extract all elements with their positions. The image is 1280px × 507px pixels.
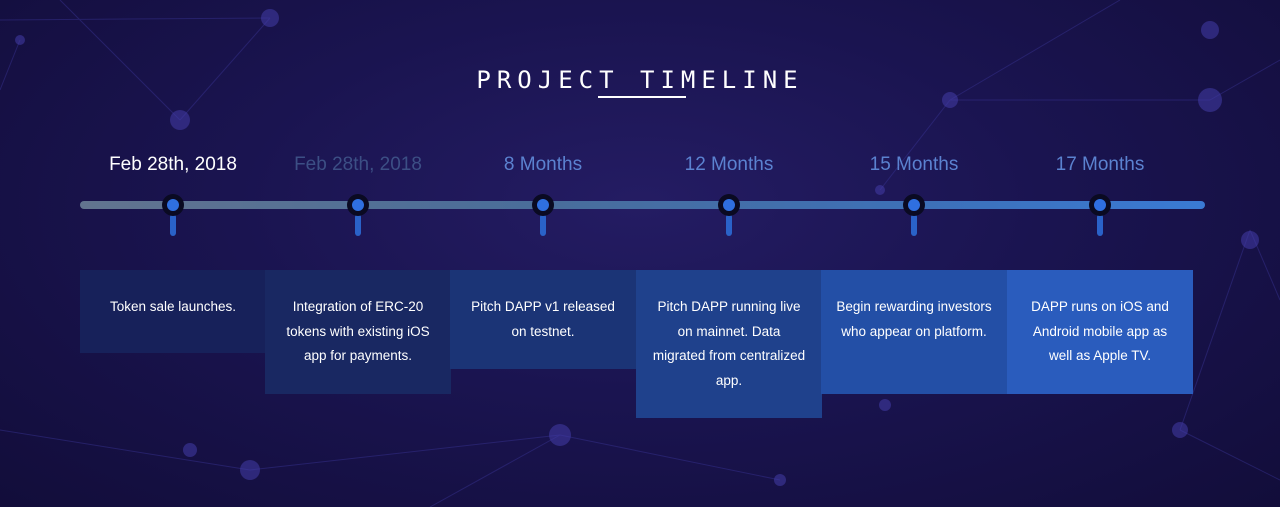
milestone-date-2: Feb 28th, 2018 (294, 154, 422, 175)
milestone-text-5: Begin rewarding investors who appear on … (836, 299, 992, 339)
timeline-node-1[interactable] (162, 194, 184, 216)
milestone-card-5: Begin rewarding investors who appear on … (821, 270, 1007, 394)
milestone-card-6: DAPP runs on iOS and Android mobile app … (1007, 270, 1193, 394)
timeline-stem (726, 214, 732, 236)
milestone-date-4: 12 Months (684, 154, 774, 175)
milestone-date-3: 8 Months (503, 154, 583, 175)
milestone-text-6: DAPP runs on iOS and Android mobile app … (1031, 299, 1169, 363)
timeline-node-2[interactable] (347, 194, 369, 216)
timeline-node-6[interactable] (1089, 194, 1111, 216)
milestone-text-3: Pitch DAPP v1 released on testnet. (471, 299, 615, 339)
milestone-date-5: 15 Months (869, 154, 959, 175)
milestone-text-4: Pitch DAPP running live on mainnet. Data… (652, 299, 806, 388)
timeline-stem (355, 214, 361, 236)
milestone-date-1: Feb 28th, 2018 (109, 154, 237, 175)
page-title: PROJECT TIMELINE (476, 66, 804, 94)
milestone-card-4: Pitch DAPP running live on mainnet. Data… (636, 270, 822, 418)
timeline-node-3[interactable] (532, 194, 554, 216)
timeline-track (80, 201, 1205, 209)
milestone-date-6: 17 Months (1055, 154, 1145, 175)
timeline-stem (1097, 214, 1103, 236)
milestone-text-2: Integration of ERC-20 tokens with existi… (286, 299, 430, 363)
timeline-stem (911, 214, 917, 236)
milestone-card-1: Token sale launches. (80, 270, 266, 353)
timeline-node-5[interactable] (903, 194, 925, 216)
title-underline (598, 96, 686, 98)
milestone-card-3: Pitch DAPP v1 released on testnet. (450, 270, 636, 369)
timeline-node-4[interactable] (718, 194, 740, 216)
milestone-text-1: Token sale launches. (109, 299, 237, 314)
timeline-stem (170, 214, 176, 236)
timeline-stem (540, 214, 546, 236)
milestone-card-2: Integration of ERC-20 tokens with existi… (265, 270, 451, 394)
